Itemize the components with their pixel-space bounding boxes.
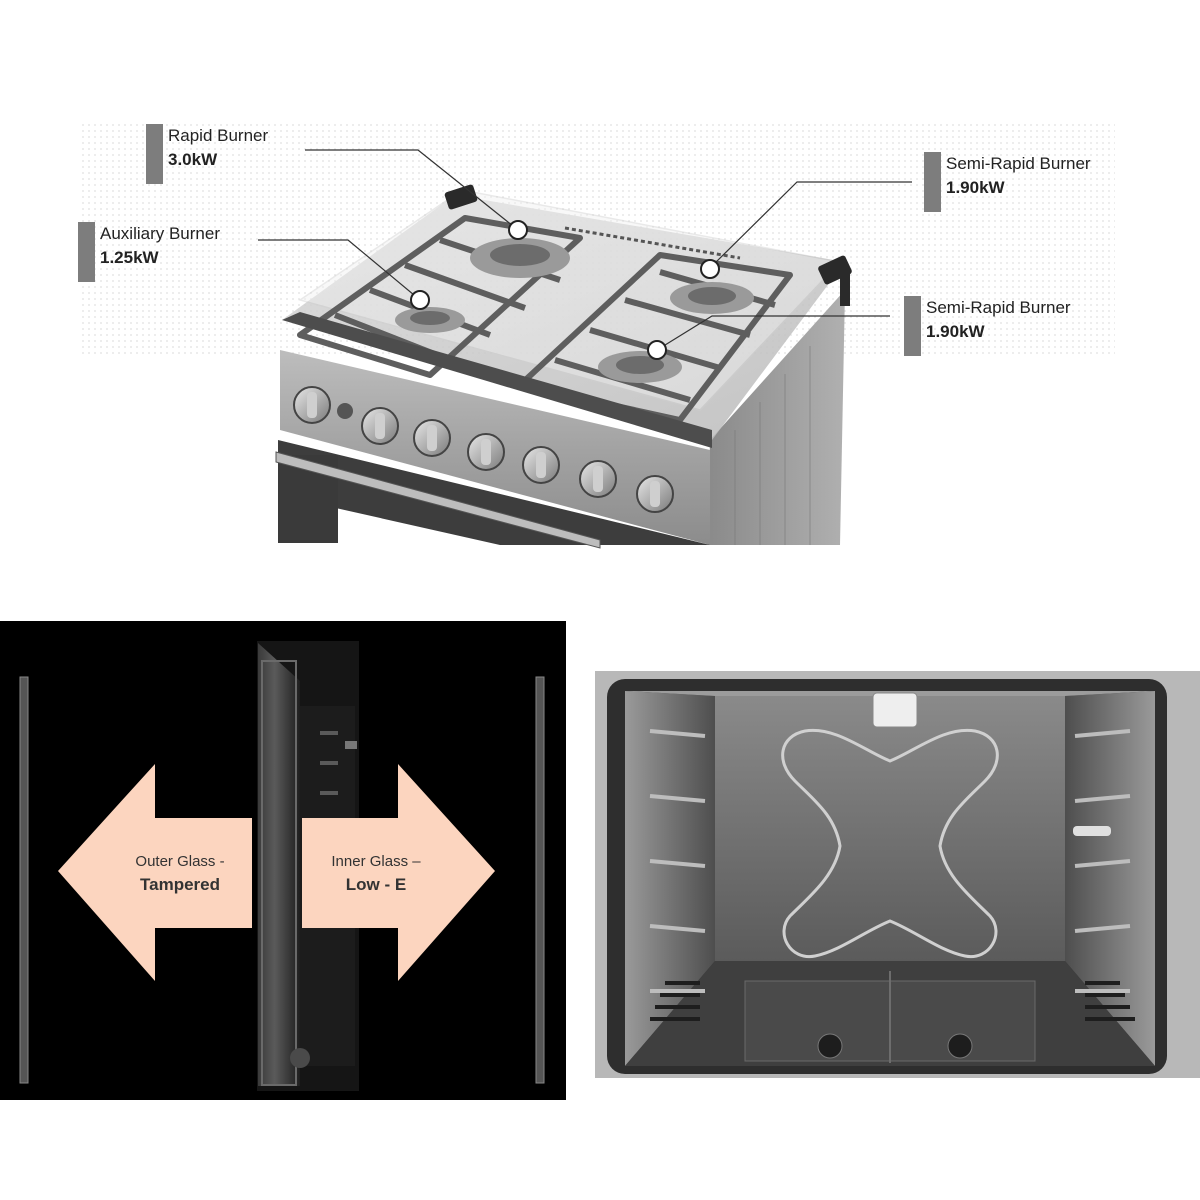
shelf-rails-right (1074, 729, 1131, 993)
marker-auxiliary-burner (410, 290, 430, 310)
burner-name: Semi-Rapid Burner (946, 154, 1091, 173)
glass-strip-left (19, 676, 29, 1084)
inner-glass-title: Inner Glass – (331, 853, 421, 870)
burner-semi-rapid-rear (670, 282, 754, 314)
burner-power: 1.25kW (100, 248, 159, 267)
burner-semi-rapid-front (598, 351, 682, 383)
door-glass-panel: Outer Glass - Tampered Inner Glass – Low… (0, 621, 566, 1100)
door-edge (258, 643, 300, 1086)
cooktop-illustration: Rapid Burner 3.0kW Auxiliary Burner 1.25… (78, 122, 1115, 549)
burner-rapid (470, 238, 570, 278)
rotisserie-spindle (1073, 826, 1111, 836)
rear-vent (564, 226, 741, 260)
label-bar (146, 124, 163, 184)
label-bar (78, 222, 95, 282)
knob-timer (293, 386, 331, 424)
oven-lamp (872, 692, 918, 728)
door-frame (261, 660, 297, 1086)
oven-back-wall (715, 696, 1065, 961)
lid-hinge-post (840, 270, 850, 306)
floor-burner-hole-right (947, 1033, 973, 1059)
hob-front-frame (282, 312, 712, 448)
burner-name: Rapid Burner (168, 126, 269, 145)
knob-3 (467, 433, 505, 471)
knob-5 (579, 460, 617, 498)
burner-name: Semi-Rapid Burner (926, 298, 1071, 317)
callout-rapid-burner: Rapid Burner 3.0kW (146, 124, 268, 184)
outer-glass-title: Outer Glass - (135, 853, 225, 870)
door-handle (275, 451, 601, 549)
oven-left-wall (625, 691, 715, 1066)
inner-glass-type: Low - E (345, 875, 407, 894)
oven-door (278, 440, 710, 545)
back-wall-x-shape (781, 728, 999, 959)
callout-semi-rapid-burner-front: Semi-Rapid Burner 1.90kW (904, 296, 1071, 356)
shelf-rails-left (649, 729, 706, 993)
marker-semi-rapid-rear (700, 259, 720, 279)
inner-glass-arrow (302, 764, 495, 981)
outer-glass-type: Tampered (140, 875, 220, 894)
cooktop-side-panel (708, 290, 845, 545)
callout-semi-rapid-burner-rear: Semi-Rapid Burner 1.90kW (924, 152, 1091, 212)
side-vent-lines (734, 346, 811, 545)
oven-cavity-drawing (595, 671, 1200, 1078)
label-bar (924, 152, 941, 212)
inner-glass-label: Inner Glass – Low - E (306, 850, 446, 896)
knob-2 (413, 419, 451, 457)
burner-power: 1.90kW (946, 178, 1005, 197)
burner-auxiliary (395, 307, 465, 333)
floor-vent-slots (650, 981, 1135, 1021)
lid-hinge-right (818, 255, 852, 285)
knob-4 (522, 446, 560, 484)
burner-power: 1.90kW (926, 322, 985, 341)
floor-burner-hole-left (817, 1033, 843, 1059)
outer-glass-arrow (58, 764, 252, 981)
callout-auxiliary-burner: Auxiliary Burner 1.25kW (78, 222, 220, 282)
burner-power: 3.0kW (168, 150, 218, 169)
knob-6 (636, 475, 674, 513)
oven-right-wall (1065, 691, 1155, 1066)
control-knobs (293, 386, 674, 513)
oven-cavity-photo (595, 671, 1200, 1078)
door-clip (345, 741, 357, 749)
indicator-light (337, 403, 353, 419)
door-bolt (290, 1048, 310, 1068)
burner-name: Auxiliary Burner (100, 224, 220, 243)
knob-1 (361, 407, 399, 445)
marker-semi-rapid-front (647, 340, 667, 360)
marker-rapid-burner (508, 220, 528, 240)
outer-glass-label: Outer Glass - Tampered (110, 850, 250, 896)
label-bar (904, 296, 921, 356)
callout-leader-lines (258, 149, 912, 351)
callout-markers (410, 220, 720, 360)
cooktop-drawing (258, 149, 912, 549)
glass-strip-right (535, 676, 545, 1084)
cooktop-top-surface (282, 195, 845, 440)
door-glass-drawing (19, 641, 545, 1091)
